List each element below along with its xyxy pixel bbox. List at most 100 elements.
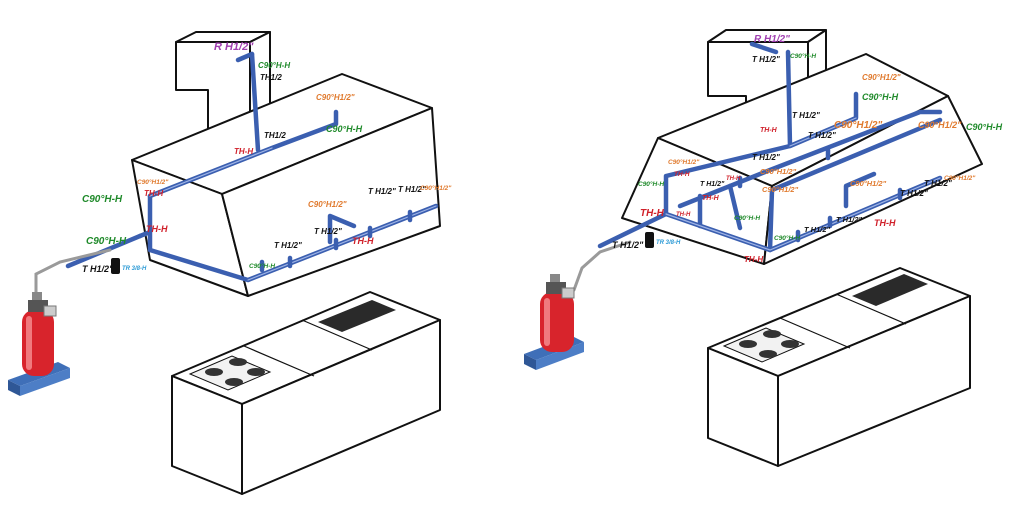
left-appliance-side — [241, 319, 441, 495]
label: TR 3/8-H — [656, 240, 681, 246]
detector-icon — [111, 258, 120, 274]
label: C90°H1/2" — [137, 178, 169, 186]
right-burner — [781, 340, 799, 348]
left-burner — [205, 368, 223, 376]
right-base — [524, 354, 536, 370]
right-griddle — [852, 274, 928, 306]
label: C90°H1/2" — [420, 184, 452, 192]
right-pipe — [677, 109, 943, 209]
right-pipe — [843, 171, 877, 209]
right-burner-plate — [722, 327, 806, 363]
label: T H1/2" — [836, 215, 863, 224]
label: TH1/2 — [264, 131, 286, 140]
right-burner — [739, 340, 757, 348]
right-pipe-highlight — [665, 177, 941, 251]
right-pipe — [597, 211, 669, 249]
left-griddle — [318, 300, 396, 332]
left-valve — [28, 300, 48, 312]
label: T H1/2" — [274, 241, 302, 250]
label: C90°H-H — [638, 180, 664, 188]
label: T H1/2" — [900, 189, 928, 198]
label: T H1/2" — [314, 227, 342, 236]
label: TH-H — [760, 127, 778, 134]
right-detector — [645, 232, 654, 248]
detector-icon — [645, 232, 654, 248]
right-burner — [759, 350, 777, 358]
label: T H1/2" — [368, 187, 396, 196]
label: T H1/2" — [752, 55, 780, 64]
right-gauge — [561, 287, 575, 299]
left-base — [20, 368, 70, 396]
right-pipe-highlight — [789, 117, 857, 147]
label: T H1/2" — [808, 131, 836, 140]
left-appliance — [171, 291, 441, 495]
right-pipe — [749, 41, 779, 55]
left-pipe-highlight — [149, 147, 273, 197]
label: C90°H1/2" — [918, 120, 962, 130]
label: TH-H — [676, 212, 691, 218]
label: C90°H-H — [966, 122, 1003, 132]
label: C90°H-H — [258, 61, 290, 70]
right-valve — [546, 282, 566, 294]
left-hood-side — [221, 107, 441, 297]
right-appliance-side — [777, 295, 971, 467]
right-labels: R H1/2" T H1/2" C90°H-H C90°H1/2" C90°H-… — [612, 34, 1003, 264]
left-hose — [34, 248, 112, 302]
right-hose — [572, 240, 632, 292]
label: TH-H — [234, 147, 253, 156]
right-cylinder-shine — [544, 298, 550, 346]
right-appliance — [707, 267, 971, 467]
label: T H1/2" — [612, 240, 644, 250]
right-valve-top — [550, 274, 560, 282]
label: TH-H — [674, 171, 690, 178]
label: C90°H1/2" — [944, 174, 976, 182]
right-pipe — [785, 49, 793, 149]
left-cylinder-assembly — [8, 292, 70, 396]
left-burner — [229, 358, 247, 366]
label: C90°H1/2" — [760, 167, 797, 176]
label: C90°H1/2" — [862, 73, 901, 82]
label: C90°H-H — [790, 52, 816, 60]
label: C90°H1/2" — [308, 200, 347, 209]
label: TH-H — [144, 189, 163, 198]
left-detector — [111, 258, 120, 274]
label: C90°H-H — [734, 214, 760, 222]
label: T H1/2" — [792, 111, 820, 120]
label: C90°H1/2" — [316, 93, 355, 102]
right-appliance-divider — [779, 317, 851, 349]
label: R H1/2" — [214, 41, 254, 53]
label: TH-H — [874, 218, 896, 228]
label: TH-H — [352, 236, 374, 246]
left-labels: R H1/2" C90°H-H TH1/2 C90°H1/2" C90°H-H … — [82, 41, 452, 274]
left-pipe — [327, 213, 357, 245]
label: T H1/2" — [398, 185, 426, 194]
label: TH-H — [726, 176, 741, 182]
label: T H1/2" — [82, 264, 114, 274]
left-base — [8, 380, 20, 396]
label: T H1/2" — [924, 179, 952, 188]
right-system: R H1/2" T H1/2" C90°H-H C90°H1/2" C90°H-… — [524, 29, 1003, 467]
left-pipe-network — [34, 51, 439, 302]
label: TH-H — [744, 255, 763, 264]
right-base — [536, 342, 584, 370]
left-valve-top — [32, 292, 42, 300]
right-pipe — [727, 183, 743, 231]
label: TR 3/8-H — [122, 266, 147, 272]
label: C90°H-H — [82, 194, 123, 205]
right-cylinder-assembly — [524, 274, 584, 370]
label: TH-H — [640, 208, 665, 219]
left-cylinder-shine — [26, 316, 32, 370]
left-pipe-highlight — [247, 205, 437, 281]
left-system: R H1/2" C90°H-H TH1/2 C90°H1/2" C90°H-H … — [8, 31, 452, 495]
right-hood — [621, 53, 983, 265]
label: TH1/2 — [260, 73, 282, 82]
label: C90°H-H — [326, 124, 363, 134]
label: T H1/2" — [752, 153, 780, 162]
right-pipe-network — [572, 41, 943, 292]
left-pipe — [249, 51, 261, 153]
left-gauge — [43, 305, 57, 317]
label: R H1/2" — [754, 34, 790, 45]
label: T H1/2" — [700, 181, 725, 188]
